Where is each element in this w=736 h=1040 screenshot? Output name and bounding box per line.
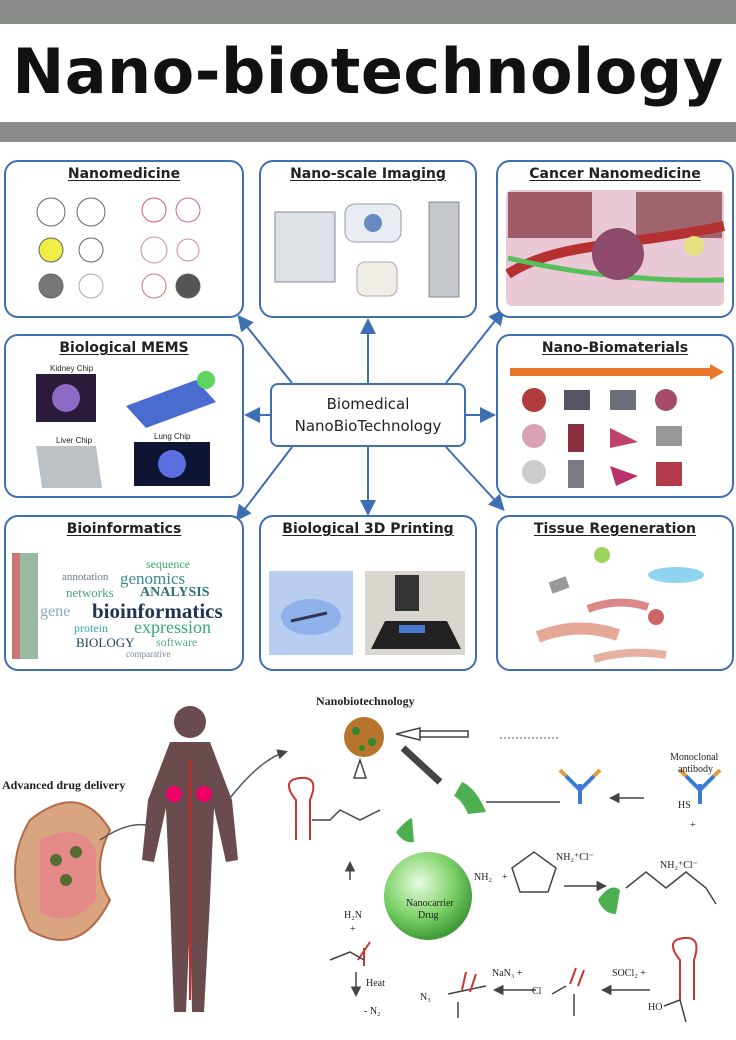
arrow-to-tissue [445,446,505,511]
panel-title: Biological 3D Printing [282,521,454,537]
plus-label-3: + [350,924,356,935]
word-protein: gene [40,603,71,620]
word-genomics: genomics [120,569,186,588]
title-underline-bar [0,122,736,142]
h2n-label: H₂N [344,910,362,921]
monoclonal-label: Monoclonal [670,752,719,763]
panel-title: Bioinformatics [66,521,182,537]
antibody-label: antibody [678,764,713,775]
arrow-to-cancer [445,308,505,384]
arrow-to-bioinformatics [235,446,293,522]
panel-biological-mems: Biological MEMS Kidney Chip Liver Chip L… [4,334,244,498]
panel-tissue-regeneration: Tissue Regeneration [496,515,734,671]
panel-title: Tissue Regeneration [533,521,697,537]
word-sequence: sequence [146,557,190,571]
n2-label: - N₂ [364,1006,381,1017]
top-bar [0,0,736,24]
word-software: software [156,635,198,649]
n3-label: N₃ [420,992,431,1003]
center-line-2: NanoBioTechnology [294,417,442,435]
word-bioinformatics: bioinformatics [92,599,223,623]
word-cloud-background [12,553,38,659]
kidney-chip-label: Kidney Chip [50,364,94,373]
word-annotation: annotation [62,571,109,583]
nanobiotechnology-label: Nanobiotechnology [316,694,415,708]
plus-label-2: + [502,872,508,883]
hs-label: HS [678,800,691,811]
advanced-drug-delivery-label: Advanced drug delivery [2,778,126,792]
nanoparticle-illustrations [36,197,201,299]
socl2-label: SOCl₂ + [612,968,646,979]
bioprinting-illustration [269,571,465,655]
panel-title: Nano-Biomaterials [541,340,689,356]
tumor-vasculature-illustration [505,190,726,306]
nanocarrier-label: Nanocarrier [406,898,454,909]
heat-label: Heat [366,978,385,989]
center-node: Biomedical NanoBioTechnology [270,383,466,447]
plus-label-1: + [690,820,696,831]
liver-chip-label: Liver Chip [56,436,93,445]
ho-label: HO [648,1002,663,1013]
word-biology: protein [74,621,108,635]
nan3-label: NaN₃ + [492,968,523,979]
word-gene: BIOLOGY [76,635,135,650]
antibody-icon [558,768,722,804]
panel-nano-biomaterials: Nano-Biomaterials [496,334,734,498]
panel-nano-scale-imaging: Nano-scale Imaging [259,160,477,318]
panel-title: Nano-scale Imaging [290,166,446,182]
biomaterials-grid-illustration [510,364,724,488]
panel-title: Biological MEMS [59,340,189,356]
nh2cl-label-1: NH₂⁺Cl⁻ [556,852,594,863]
word-comparative: comparative [126,649,171,659]
page-title: Nano-biotechnology [12,35,724,108]
mems-chips-illustration [36,371,216,488]
imaging-equipment-illustration [274,201,460,298]
nanocarrier-sphere [384,852,472,940]
drug-label: Drug [418,910,439,921]
panel-title: Nanomedicine [67,166,181,182]
nh2-label: NH₂ [474,872,492,883]
panel-bioinformatics: Bioinformatics sequence annotation genom… [4,515,244,671]
tissue-regeneration-illustration [535,547,704,663]
panel-cancer-nanomedicine: Cancer Nanomedicine [496,160,734,318]
nh2cl-label-2: NH₂⁺Cl⁻ [660,860,698,871]
panel-biological-3d-printing: Biological 3D Printing [259,515,477,671]
panel-nanomedicine: Nanomedicine [4,160,244,318]
nanoparticle-icon [344,717,384,757]
center-line-1: Biomedical [326,395,410,413]
kidney-illustration [14,801,112,941]
cl-label: Cl [532,986,542,997]
lung-chip-label: Lung Chip [154,432,191,441]
arrow-to-nanomedicine [237,314,293,384]
panel-title: Cancer Nanomedicine [529,166,701,182]
word-expression: expression [134,617,211,637]
word-networks: networks [66,585,114,600]
word-analysis: ANALYSIS [140,585,210,600]
